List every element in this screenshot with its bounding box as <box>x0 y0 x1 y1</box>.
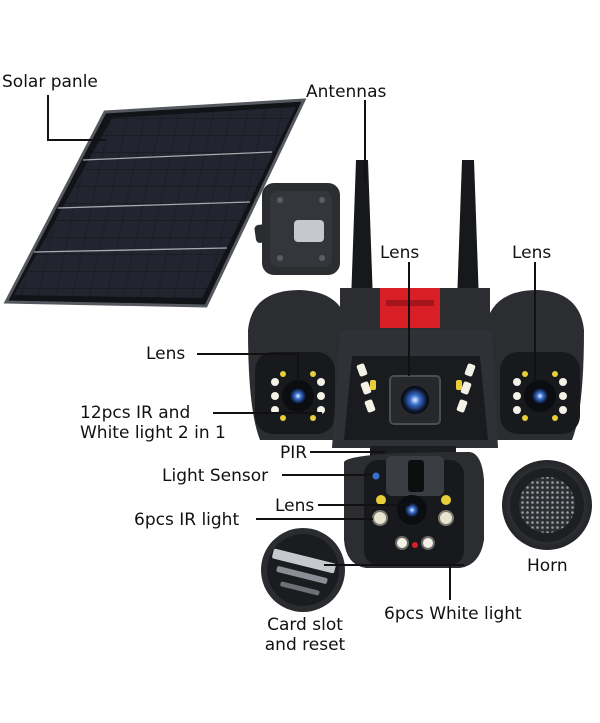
label-antennas: Antennas <box>306 82 387 102</box>
label-solar-panel: Solar panle <box>2 72 98 92</box>
speaker-horn-icon <box>502 460 592 550</box>
antenna-icon <box>350 160 480 330</box>
label-ir-white-line1: 12pcs IR and <box>80 403 191 423</box>
label-lens-top-center: Lens <box>380 243 420 263</box>
label-lens-left: Lens <box>146 344 186 364</box>
label-ir-white-line2: White light 2 in 1 <box>80 423 226 443</box>
label-light-sensor: Light Sensor <box>162 466 269 486</box>
label-ir-white-light: 12pcs IR and White light 2 in 1 <box>80 403 248 443</box>
solar-panel-icon <box>3 98 340 308</box>
label-lens-bottom: Lens <box>275 496 315 516</box>
label-horn: Horn <box>527 556 568 576</box>
label-card-slot: Card slot and reset <box>250 615 360 655</box>
camera-body-icon <box>248 288 584 568</box>
label-card-slot-line2: and reset <box>264 635 346 655</box>
label-lens-top-right: Lens <box>512 243 552 263</box>
label-pir: PIR <box>280 443 308 463</box>
label-card-slot-line1: Card slot <box>267 615 343 635</box>
label-ir-light: 6pcs IR light <box>134 510 240 530</box>
label-white-light: 6pcs White light <box>384 604 522 624</box>
sd-card-slot-icon <box>261 528 345 612</box>
leader-lines <box>47 95 536 600</box>
